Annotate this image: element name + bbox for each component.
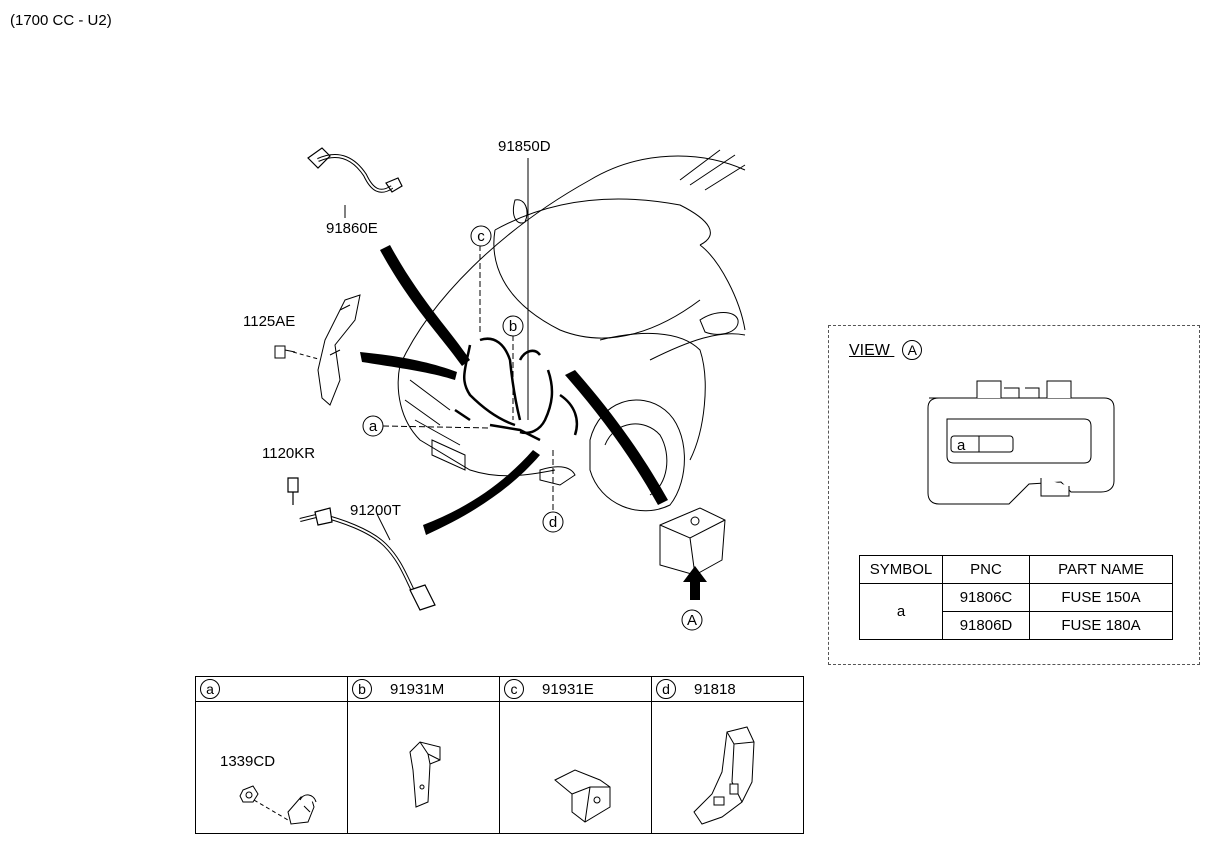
callout-A: A	[687, 612, 697, 629]
callout-d-circle	[542, 511, 564, 533]
bracket-1125ae	[274, 294, 361, 406]
callout-d: d	[549, 514, 557, 531]
bracket-91931m-drawing	[409, 741, 441, 808]
callout-c-circle	[470, 225, 492, 247]
view-a-marker: A	[902, 340, 923, 360]
nut-and-clip-drawing	[239, 785, 317, 825]
fuse-table-part-name: FUSE 150A	[1029, 583, 1173, 612]
fuse-slot-label: a	[957, 437, 966, 454]
view-a-arrow	[683, 566, 707, 600]
callout-b-circle	[502, 315, 524, 337]
fuse-box-part	[659, 507, 726, 576]
fuse-table-pnc: 91806C	[942, 583, 1030, 612]
sub-part-1339cd: 1339CD	[220, 753, 276, 770]
callout-A-circle	[681, 609, 703, 631]
fuse-table-header-pnc: PNC	[942, 555, 1030, 584]
harness-leader-bands	[360, 245, 668, 535]
label-91860e: 91860E	[326, 220, 378, 237]
label-1125ae: 1125AE	[243, 313, 295, 330]
wiring-harness	[454, 337, 579, 442]
fuse-table-header-part-name: PART NAME	[1029, 555, 1173, 584]
label-1120kr: 1120KR	[262, 445, 315, 462]
fuse-table: SYMBOL PNC PART NAME a 91806C FUSE 150A …	[859, 555, 1173, 640]
callout-c: c	[477, 228, 485, 245]
fuse-table-pnc: 91806D	[942, 611, 1030, 640]
view-a-panel: VIEW A a SYMBOL PNC PART NAME a 91806C F…	[828, 325, 1200, 665]
fuse-table-symbol: a	[859, 583, 943, 640]
battery-cable-91860e	[307, 147, 403, 193]
callout-b: b	[509, 318, 517, 335]
callout-a-circle	[362, 415, 384, 437]
label-91200t: 91200T	[350, 502, 401, 519]
detail-cell-b	[347, 701, 500, 834]
detail-cell-d	[651, 701, 804, 834]
fuse-table-part-name: FUSE 180A	[1029, 611, 1173, 640]
car-body-outline	[397, 149, 746, 512]
detail-cell-c	[499, 701, 652, 834]
engine-label: (1700 CC - U2)	[10, 12, 112, 29]
label-91850d: 91850D	[498, 138, 551, 155]
fuse-box-top-view: a	[927, 380, 1115, 505]
view-a-title: VIEW A	[849, 340, 923, 360]
ground-cable-91200t	[287, 477, 436, 611]
fuse-table-header-symbol: SYMBOL	[859, 555, 943, 584]
bracket-91931e-drawing	[554, 769, 611, 823]
detail-cell-a: 1339CD	[195, 701, 348, 834]
bracket-91818-drawing	[693, 726, 755, 825]
callout-a: a	[369, 418, 378, 435]
detail-header-a: a	[195, 676, 348, 702]
leader-a	[382, 425, 491, 429]
